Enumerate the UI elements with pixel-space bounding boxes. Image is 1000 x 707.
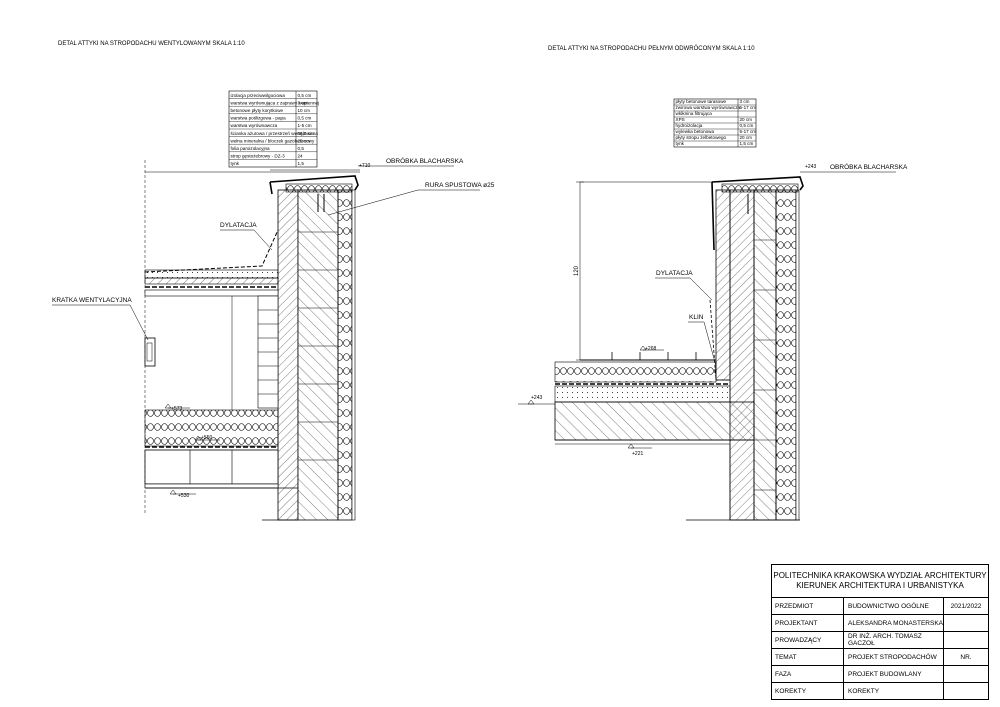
left-insulation: [144, 409, 298, 489]
left-layer-thickness: 24: [298, 154, 304, 159]
title-block-row: PROWADZĄCY DR INŻ. ARCH. TOMASZ GACZOŁ: [772, 632, 988, 649]
right-dim-label: 120: [574, 265, 580, 276]
right-layer-thickness: 20 cm: [740, 135, 753, 140]
school-name: POLITECHNIKA KRAKOWSKA WYDZIAŁ ARCHITEKT…: [773, 571, 987, 580]
left-attic-wall: [277, 183, 356, 521]
title-block-label: PRZEDMIOT: [772, 598, 844, 614]
right-layer-name: płyty betonowe tarasowe: [676, 99, 727, 104]
left-level-top: +710: [359, 163, 370, 169]
title-block-extra: [943, 632, 988, 648]
left-layer-thickness: 20 cm: [298, 138, 311, 143]
left-layer-name: izolacja przeciwwilgociowa: [231, 93, 286, 98]
left-layer-name: ścianka ażurowa / przestrzeń wentylowana: [231, 131, 319, 136]
title-block-extra: [943, 615, 988, 631]
right-attic-wall: [715, 183, 800, 521]
right-flashing: [711, 176, 804, 251]
svg-text:+573: +573: [171, 406, 182, 412]
left-layer-table: izolacja przeciwwilgociowa 0,5 cm warstwa …: [228, 90, 320, 168]
right-layer-name: żwirowa warstwa wyrównawcza: [676, 105, 741, 110]
left-layer-name: warstwa poślizgowa - papa: [231, 116, 287, 121]
right-flashing-label: OBRÓBKA BLACHARSKA: [830, 162, 908, 171]
left-layer-name: betonowe płyty korytkowe: [231, 108, 284, 113]
title-block-value: PROJEKT BUDOWLANY: [848, 670, 922, 678]
left-dilatation-label: DYLATACJA: [220, 222, 257, 229]
left-layer-thickness: 0,5: [298, 146, 305, 151]
right-layer-thickness: 0,5 cm: [740, 123, 754, 128]
right-layer-name: płyty stropu żelbetowego: [676, 135, 727, 140]
faculty-name: KIERUNEK ARCHITEKTURA I URBANISTYKA: [796, 581, 964, 590]
left-detail-title: DETAL ATTYKI NA STROPODACHU WENTYLOWANYM…: [58, 41, 245, 47]
right-layer-thickness: 3 cm: [740, 99, 750, 104]
left-layer-thickness: 10 cm: [298, 108, 311, 113]
title-block-row: KOREKTY KOREKTY: [772, 683, 988, 700]
title-block-row: TEMAT PROJEKT STROPODACHÓW NR.: [772, 649, 988, 666]
left-layer-thickness: 3 cm: [298, 100, 308, 105]
title-block-value: PROJEKT STROPODACHÓW: [848, 653, 937, 661]
title-block-label: FAZA: [772, 666, 844, 682]
right-layer-name: włóknina filtrująca: [676, 111, 713, 116]
svg-text:+550: +550: [201, 435, 212, 441]
title-block-extra: [943, 683, 988, 700]
left-layer-name: folia paroizolacyjna: [231, 146, 271, 151]
title-block-value: KOREKTY: [848, 688, 880, 695]
right-layer-thickness: 1,5 cm: [740, 141, 754, 146]
right-layer-name: hydroizolacja: [676, 123, 703, 128]
right-layer-thickness: 20 cm: [740, 117, 753, 122]
left-layer-name: tynk: [231, 161, 240, 166]
left-layer-name: warstwa wyrównująca z zaprawy wapiennej: [231, 100, 320, 105]
svg-text:+221: +221: [632, 451, 643, 457]
left-layer-thickness: 84,5 cm: [298, 131, 315, 136]
left-flashing-label: OBRÓBKA BLACHARSKA: [386, 156, 464, 165]
title-block-header: POLITECHNIKA KRAKOWSKA WYDZIAŁ ARCHITEKT…: [772, 565, 988, 598]
left-layer-thickness: 0,5 cm: [298, 116, 312, 121]
title-block-row: PRZEDMIOT BUDOWNICTWO OGÓLNE 2021/2022: [772, 598, 988, 615]
title-block-label: PROJEKTANT: [772, 615, 844, 631]
left-layer-name: wełna mineralna / bloczek gazobetonowy: [231, 138, 315, 143]
right-detail-title: DETAL ATTYKI NA STROPODACHU PEŁNYM ODWRÓ…: [548, 45, 755, 52]
title-block-label: KOREKTY: [772, 683, 844, 700]
left-vent-space: [231, 295, 279, 410]
left-layer-name: warstwa wyrównawcza: [231, 123, 278, 128]
right-roof-layers: [554, 299, 755, 520]
vent-grille: [144, 337, 156, 367]
right-layer-thickness: 5-17 cm: [740, 105, 757, 110]
left-flashing: [269, 175, 359, 195]
right-layer-thickness: 5-17 cm: [740, 129, 757, 134]
title-block-row: FAZA PROJEKT BUDOWLANY: [772, 666, 988, 683]
right-level-top: +243: [805, 164, 816, 170]
right-layer-name: XPS: [676, 117, 685, 122]
title-block-label: PROWADZĄCY: [772, 632, 844, 648]
title-block-value: ALEKSANDRA MONASTERSKA: [848, 619, 943, 627]
right-dilatation-label: DYLATACJA: [656, 270, 693, 277]
svg-text:+530: +530: [178, 493, 189, 499]
right-level-markers: +268 +243 +221: [518, 345, 664, 457]
left-level-markers: +573 +550 +530: [164, 403, 220, 499]
title-block-value: BUDOWNICTWO OGÓLNE: [848, 602, 929, 610]
title-block-value: DR INŻ. ARCH. TOMASZ GACZOŁ: [848, 633, 922, 647]
left-layer-thickness: 1,5: [298, 161, 305, 166]
left-roof-layers: [144, 229, 279, 297]
title-block-extra: NR.: [943, 649, 988, 665]
title-block: POLITECHNIKA KRAKOWSKA WYDZIAŁ ARCHITEKT…: [771, 564, 989, 700]
vent-label: KRATKA WENTYLACYJNA: [52, 297, 132, 304]
left-layer-name: strop gęstożebrowy - DZ-3: [231, 154, 286, 159]
title-block-extra: [943, 666, 988, 682]
title-block-extra: 2021/2022: [943, 598, 988, 614]
wedge-label: KLIN: [689, 314, 704, 321]
right-layer-name: tynk: [676, 141, 685, 146]
left-layer-thickness: 0,5 cm: [298, 93, 312, 98]
svg-text:+268: +268: [645, 346, 656, 352]
title-block-label: TEMAT: [772, 649, 844, 665]
title-block-row: PROJEKTANT ALEKSANDRA MONASTERSKA: [772, 615, 988, 632]
left-layer-thickness: 1-5 cm: [298, 123, 312, 128]
svg-text:+243: +243: [531, 395, 542, 401]
downpipe-label: RURA SPUSTOWA ø25: [425, 182, 495, 189]
right-layer-name: wylewka betonowa: [676, 129, 715, 134]
